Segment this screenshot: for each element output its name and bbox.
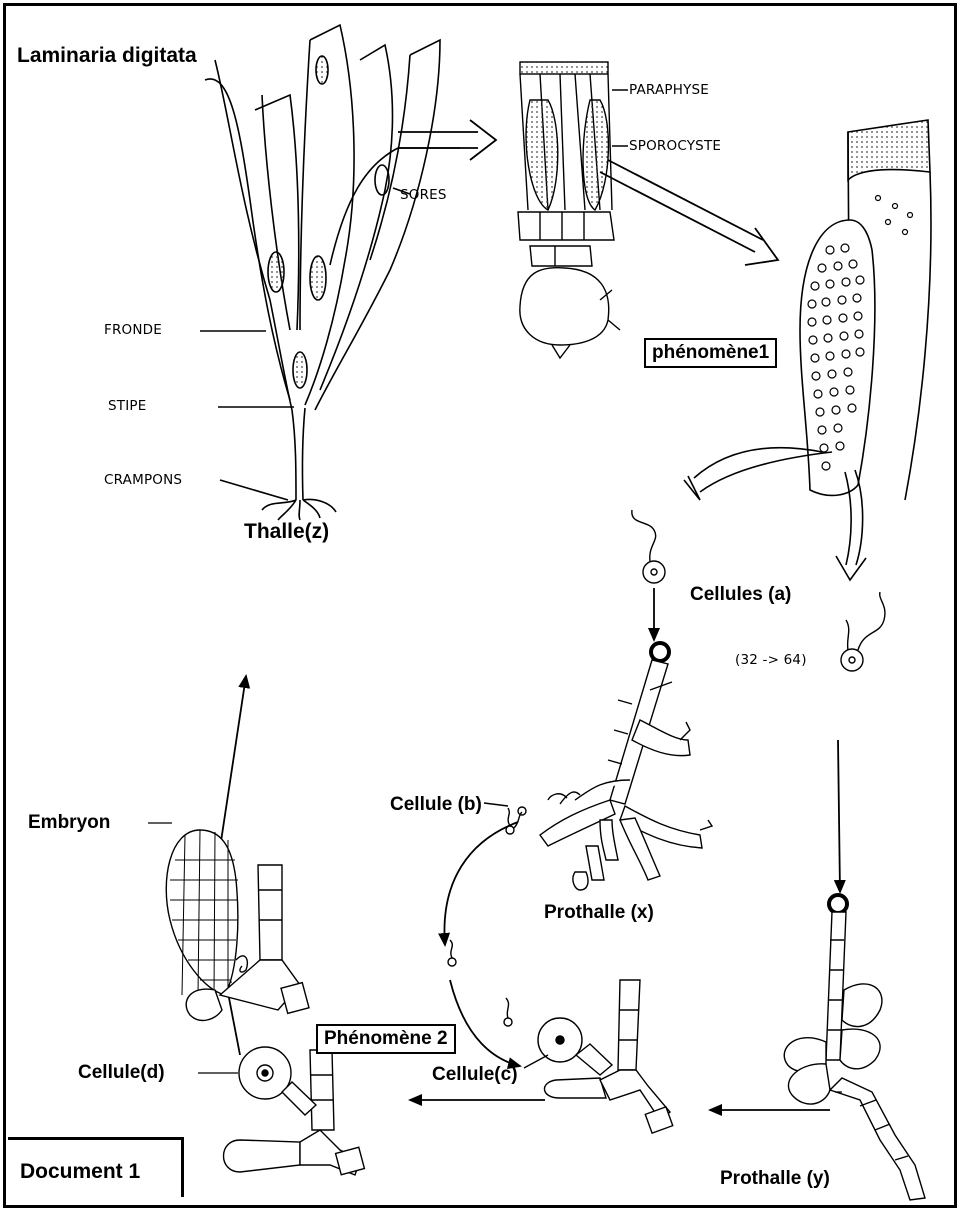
diagram-title: Laminaria digitata [17, 44, 197, 68]
thalle-illustration [200, 25, 496, 520]
ratio-label: (32 -> 64) [735, 652, 807, 668]
prothalle-y-drawing [784, 895, 925, 1200]
crampons-label: CRAMPONS [104, 472, 182, 488]
prothalle-x-drawing [540, 643, 712, 890]
cellule-d-label: Cellule(d) [78, 1062, 165, 1084]
cellule-c-drawing [538, 980, 673, 1133]
cellule-d-drawing [224, 1047, 365, 1175]
cellule-b-label: Cellule (b) [390, 794, 482, 816]
sporocyste-label: SPOROCYSTE [629, 138, 721, 154]
thalle-label: Thalle(z) [244, 520, 329, 544]
sorus-section [518, 62, 778, 358]
prothalle-y-label: Prothalle (y) [720, 1168, 830, 1190]
document-label: Document 1 [20, 1160, 140, 1184]
embryon-label: Embryon [28, 812, 110, 834]
paraphyse-label: PARAPHYSE [629, 82, 709, 98]
phenomene2-label: Phénomène 2 [316, 1024, 456, 1054]
phenomene1-label: phénomène1 [644, 338, 777, 368]
fronde-label: FRONDE [104, 322, 162, 338]
cellules-a-label: Cellules (a) [690, 584, 791, 606]
prothalle-x-label: Prothalle (x) [544, 902, 654, 924]
cellule-b-drawing [484, 803, 526, 834]
sores-label: SORES [400, 187, 447, 203]
stipe-label: STIPE [108, 398, 146, 414]
spermatozoid [448, 940, 512, 1026]
embryon-drawing [166, 830, 309, 1020]
cellule-c-label: Cellule(c) [432, 1064, 518, 1086]
